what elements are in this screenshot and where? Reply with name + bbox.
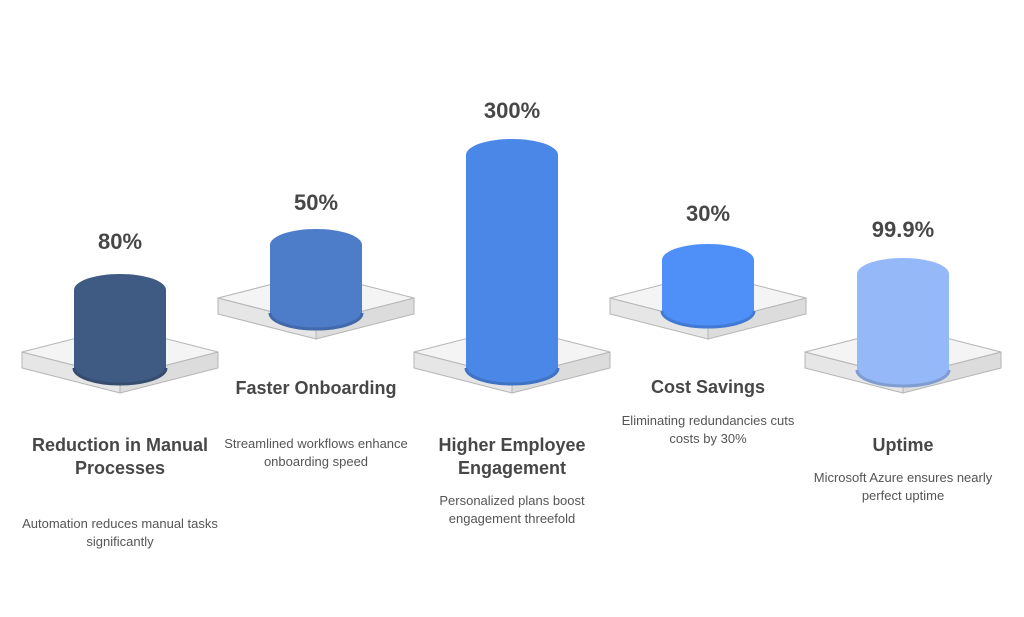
value-label-2: 50% <box>293 190 339 215</box>
title-3: Higher Employee Engagement <box>438 435 586 478</box>
cylinder-body <box>466 155 558 384</box>
cylinder-top <box>857 258 949 290</box>
title-2: Faster Onboarding <box>235 378 397 398</box>
value-label-5: 99.9% <box>871 217 935 242</box>
cylinder-body <box>857 274 949 386</box>
description-2: Streamlined workflows enhance onboarding… <box>224 436 408 469</box>
cylinder-base-edge <box>660 310 756 329</box>
value-label-1: 80% <box>97 229 143 254</box>
description-3: Personalized plans boost engagement thre… <box>439 493 585 526</box>
cylinder-base-edge <box>464 367 560 386</box>
value-label-4: 30% <box>685 201 731 226</box>
cylinder-top <box>466 139 558 171</box>
title-4: Cost Savings <box>650 377 766 397</box>
cylinder-body <box>662 260 754 327</box>
description-5: Microsoft Azure ensures nearly perfect u… <box>813 470 993 503</box>
cylinder-top <box>270 229 362 261</box>
cylinder-top <box>74 274 166 306</box>
cylinder-top <box>662 244 754 276</box>
cylinder-base-edge <box>268 312 364 331</box>
title-5: Uptime <box>872 435 934 455</box>
description-1: Automation reduces manual tasks signific… <box>22 516 218 549</box>
cylinder-body <box>74 290 166 384</box>
cylinder-body <box>270 245 362 329</box>
title-1: Reduction in Manual Processes <box>31 435 208 478</box>
cylinder-base-edge <box>855 369 951 388</box>
description-4: Eliminating redundancies cuts costs by 3… <box>621 413 795 446</box>
value-label-3: 300% <box>483 98 541 123</box>
cylinder-base-edge <box>72 367 168 386</box>
